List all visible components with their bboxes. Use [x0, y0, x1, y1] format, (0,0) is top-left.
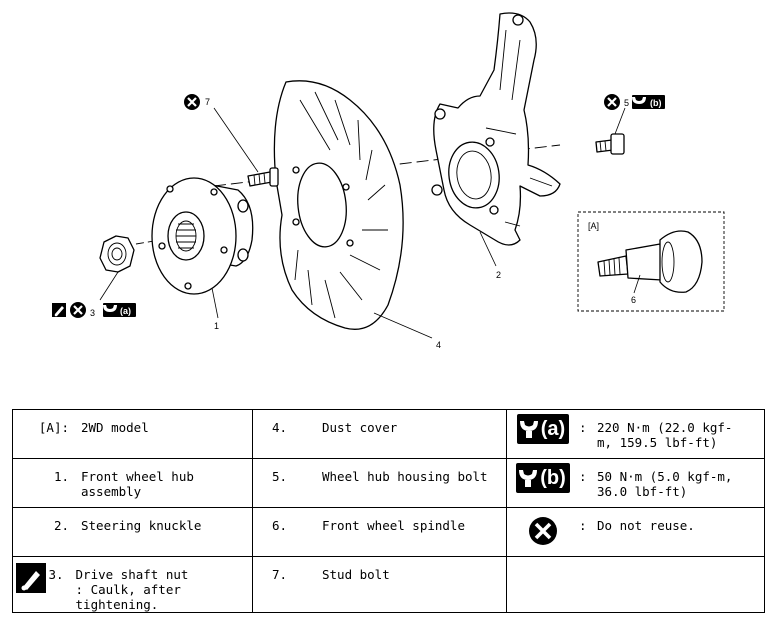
svg-text:(b): (b)	[650, 98, 662, 108]
legend-text: Stud bolt	[322, 567, 390, 582]
caulk-icon	[16, 563, 47, 593]
inset-label: [A]	[588, 221, 599, 231]
do-not-reuse-icon	[602, 92, 622, 112]
legend-number: 2.	[53, 518, 69, 533]
legend-text: Steering knuckle	[81, 518, 202, 533]
wheel-hub-drawing	[151, 177, 254, 295]
legend-table: [A]: 2WD model 4. Dust cover (a) : 220 N…	[12, 409, 765, 613]
callout-5: 5	[624, 98, 629, 108]
do-not-reuse-icon	[68, 300, 88, 320]
table-row: [A]: 2WD model 4. Dust cover (a) : 220 N…	[12, 409, 765, 459]
callout-7: 7	[205, 97, 210, 107]
legend-number: 4.	[272, 420, 288, 435]
callout-2: 2	[496, 270, 501, 280]
callout-6: 6	[631, 295, 636, 305]
legend-do-not-reuse: : Do not reuse.	[507, 508, 764, 546]
legend-number: [A]:	[38, 420, 69, 435]
legend-text: Drive shaft nut	[75, 567, 189, 582]
legend-item-7: 7. Stud bolt	[253, 557, 506, 582]
housing-bolt-drawing	[595, 133, 625, 155]
stud-bolt-drawing	[247, 167, 279, 187]
torque-a-icon: (a)	[516, 414, 570, 444]
legend-number: 3.	[48, 567, 64, 582]
caulk-icon	[52, 303, 66, 317]
inset-2wd-model: [A]	[577, 211, 725, 312]
legend-torque-b: (b) : 50 N·m (5.0 kgf-m, 36.0 lbf-ft)	[507, 459, 764, 499]
do-not-reuse-text: Do not reuse.	[597, 518, 695, 533]
legend-item-1: 1. Front wheel hub assembly	[13, 459, 252, 499]
dust-cover-drawing	[273, 80, 404, 330]
legend-number: 5.	[272, 469, 288, 484]
legend-number: 1.	[53, 469, 69, 484]
legend-text: 2WD model	[81, 420, 149, 435]
table-row: 1. Front wheel hub assembly 5. Wheel hub…	[12, 458, 765, 508]
torque-a-value: 220 N·m (22.0 kgf-m, 159.5 lbf-ft)	[597, 420, 733, 450]
empty-cell	[506, 556, 765, 613]
legend-text: Dust cover	[322, 420, 398, 435]
legend-item-5: 5. Wheel hub housing bolt	[253, 459, 506, 484]
torque-a-icon: (a)	[103, 303, 136, 317]
drive-shaft-nut-drawing	[99, 235, 135, 273]
legend-text: Front wheel hub assembly	[81, 469, 194, 499]
do-not-reuse-icon	[182, 92, 202, 112]
legend-torque-a: (a) : 220 N·m (22.0 kgf-m, 159.5 lbf-ft)	[507, 410, 764, 450]
legend-item-2: 2. Steering knuckle	[13, 508, 252, 533]
callout-1: 1	[214, 321, 219, 331]
legend-item-3: 3. Drive shaft nut : Caulk, after tighte…	[13, 557, 252, 612]
table-row: 2. Steering knuckle 6. Front wheel spind…	[12, 507, 765, 557]
callout-4: 4	[436, 340, 441, 350]
table-row: 3. Drive shaft nut : Caulk, after tighte…	[12, 556, 765, 613]
legend-item-6: 6. Front wheel spindle	[253, 508, 506, 533]
legend-number: 6.	[272, 518, 288, 533]
torque-b-icon: (b)	[516, 463, 570, 493]
legend-number: 7.	[272, 567, 288, 582]
legend-item-4: 4. Dust cover	[253, 410, 506, 435]
torque-b-icon: (b)	[632, 95, 665, 109]
steering-knuckle-drawing	[431, 12, 561, 246]
legend-subtext: : Caulk, after tightening.	[75, 582, 181, 612]
legend-item-a: [A]: 2WD model	[13, 410, 252, 435]
do-not-reuse-icon	[529, 517, 557, 545]
torque-b-value: 50 N·m (5.0 kgf-m, 36.0 lbf-ft)	[597, 469, 733, 499]
spindle-drawing	[597, 230, 703, 293]
svg-text:(a): (a)	[120, 306, 131, 316]
legend-text: Wheel hub housing bolt	[322, 469, 488, 484]
legend-text: Front wheel spindle	[322, 518, 465, 533]
callout-3: 3	[90, 308, 95, 318]
exploded-view-diagram: [A] 1 2 3 4 5 6 7 (b) (a)	[52, 12, 725, 350]
